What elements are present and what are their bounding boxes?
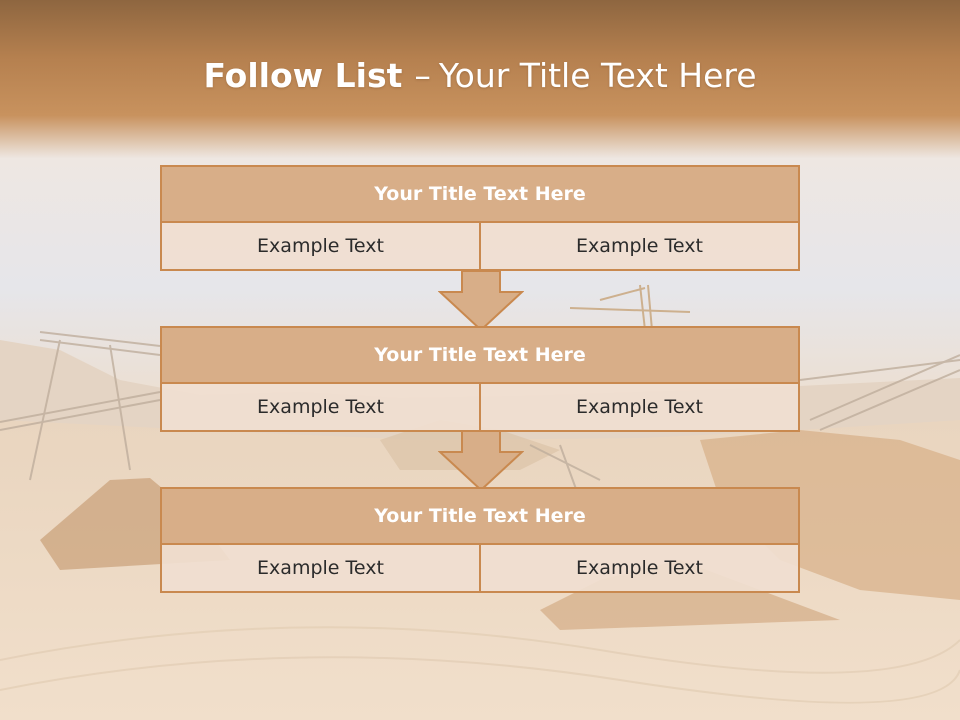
step-left-text: Example Text (162, 545, 481, 591)
slide-title: Follow List–Your Title Text Here (0, 52, 960, 100)
down-arrow-icon (438, 270, 524, 332)
step-title: Your Title Text Here (162, 328, 798, 384)
step-left-text: Example Text (162, 384, 481, 430)
step-right-text: Example Text (576, 396, 703, 418)
step-card-2: Your Title Text Here Example Text Exampl… (160, 326, 800, 432)
step-card-3: Your Title Text Here Example Text Exampl… (160, 487, 800, 593)
step-right-text: Example Text (576, 557, 703, 579)
step-card-1: Your Title Text Here Example Text Exampl… (160, 165, 800, 271)
step-title: Your Title Text Here (162, 167, 798, 223)
step-left-text: Example Text (162, 223, 481, 269)
down-arrow-icon (438, 430, 524, 492)
step-right-text: Example Text (576, 235, 703, 257)
title-separator: – (414, 56, 431, 95)
step-title: Your Title Text Here (162, 489, 798, 545)
title-rest-text: Your Title Text Here (438, 56, 757, 95)
title-bold-text: Follow List (203, 56, 403, 95)
